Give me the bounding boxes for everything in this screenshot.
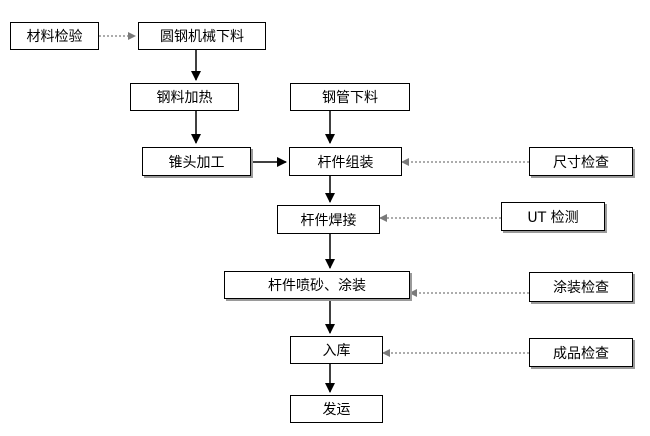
node-rod-welding-label: 杆件焊接 — [300, 212, 357, 229]
node-material-inspection: 材料检验 — [10, 22, 99, 50]
node-rod-blasting-coating-label: 杆件喷砂、涂装 — [268, 278, 366, 294]
node-rod-assembly-label: 杆件组装 — [317, 154, 374, 171]
node-shipping-label: 发运 — [322, 402, 351, 418]
node-rod-assembly: 杆件组装 — [289, 147, 402, 176]
node-rod-welding: 杆件焊接 — [277, 205, 380, 234]
node-rod-blasting-coating: 杆件喷砂、涂装 — [224, 271, 410, 299]
node-coating-check-label: 涂装检查 — [553, 280, 609, 296]
node-finished-product-check: 成品检查 — [529, 338, 633, 367]
node-dimension-check-label: 尺寸检查 — [553, 154, 609, 171]
node-steel-pipe-cutting-label: 钢管下料 — [322, 90, 378, 106]
node-shipping: 发运 — [290, 395, 383, 423]
node-material-inspection-label: 材料检验 — [26, 29, 83, 45]
node-round-steel-cutting-label: 圆钢机械下料 — [160, 29, 244, 45]
node-cone-head-processing-label: 锥头加工 — [168, 154, 225, 171]
node-warehousing: 入库 — [290, 336, 383, 364]
node-steel-pipe-cutting: 钢管下料 — [290, 83, 410, 111]
node-ut-inspection-label: UT 检测 — [527, 209, 579, 226]
node-finished-product-check-label: 成品检查 — [553, 345, 609, 362]
node-steel-heating-label: 钢料加热 — [156, 90, 213, 106]
node-cone-head-processing: 锥头加工 — [142, 147, 251, 176]
node-round-steel-cutting: 圆钢机械下料 — [138, 22, 266, 50]
node-ut-inspection: UT 检测 — [501, 202, 605, 231]
node-warehousing-label: 入库 — [322, 343, 351, 359]
node-steel-heating: 钢料加热 — [130, 83, 239, 111]
node-dimension-check: 尺寸检查 — [529, 147, 633, 176]
node-coating-check: 涂装检查 — [529, 272, 633, 302]
